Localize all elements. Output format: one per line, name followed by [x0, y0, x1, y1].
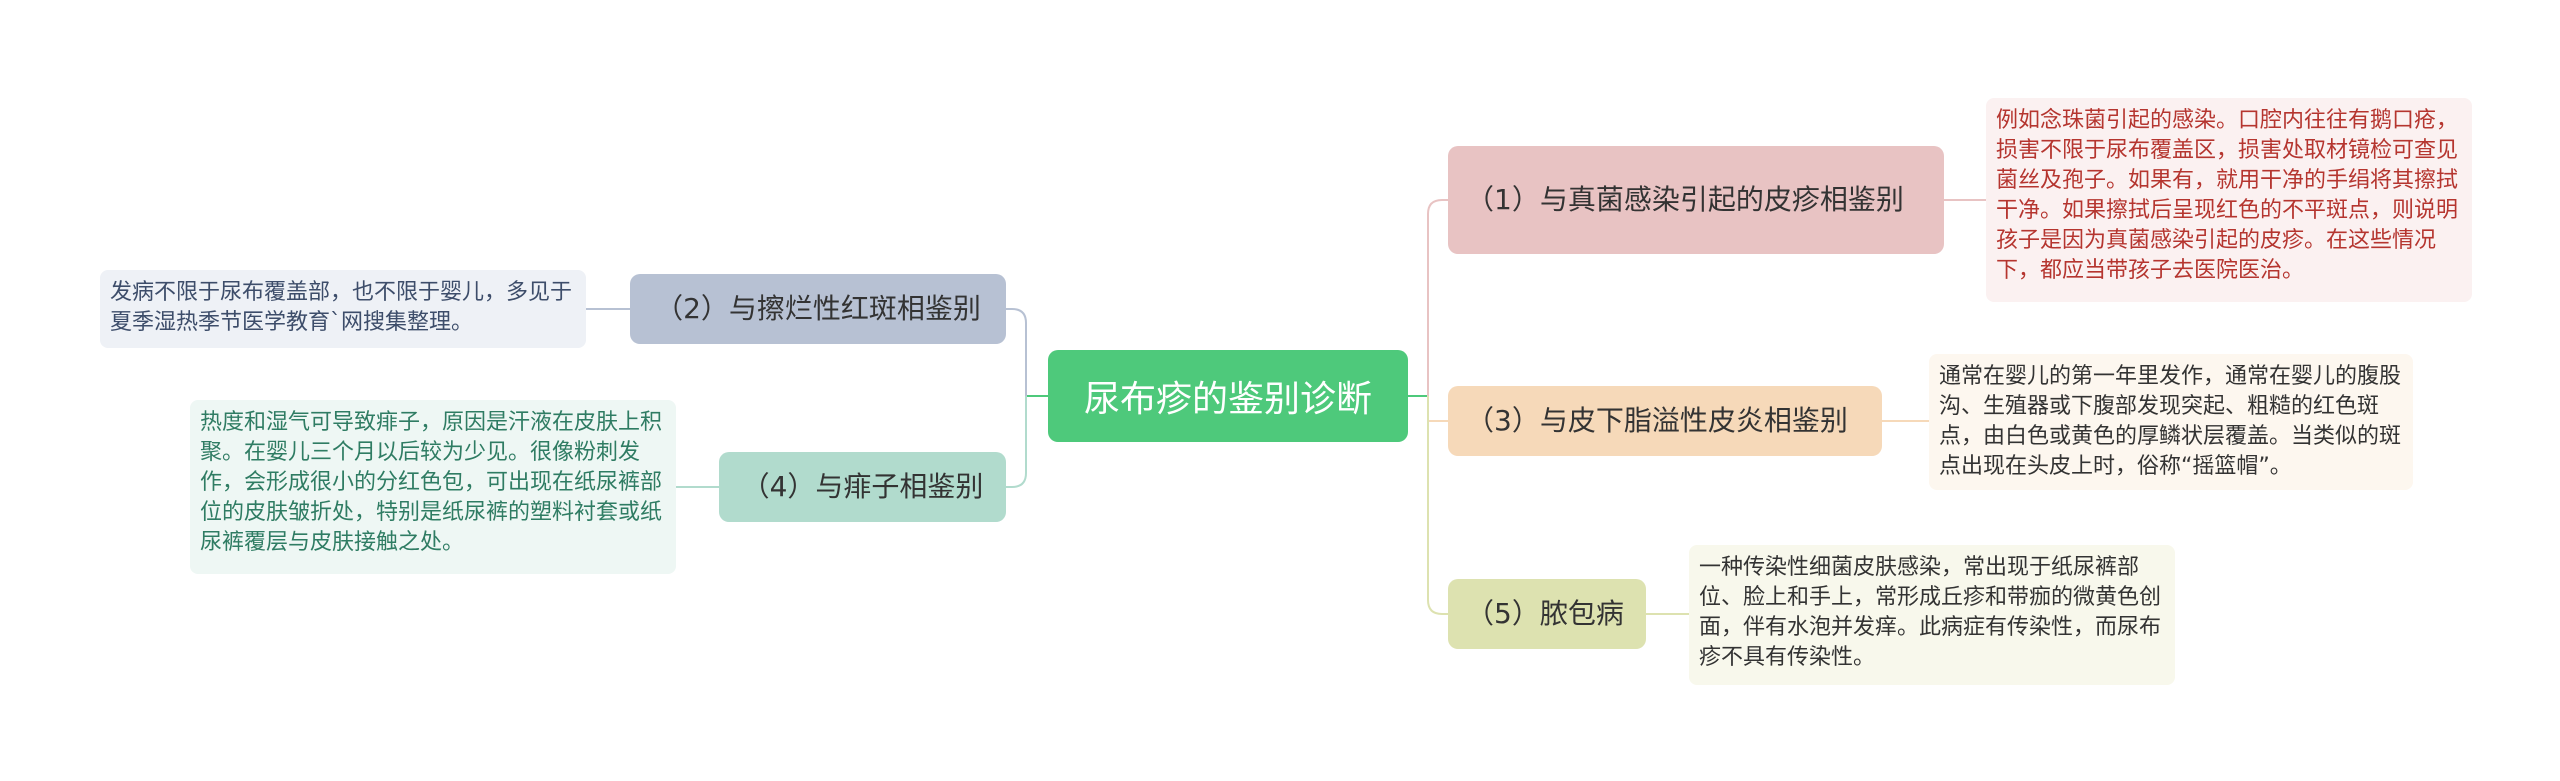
- branch-miliaria[interactable]: （4）与痱子相鉴别: [719, 452, 1006, 522]
- connector-to-impetigo: [1427, 396, 1448, 615]
- leaf-impetigo-detail[interactable]: 一种传染性细菌皮肤感染，常出现于纸尿裤部位、脸上和手上，常形成丘疹和带痂的微黄色…: [1689, 545, 2175, 685]
- branch-seborrheic-label: （3）与皮下脂溢性皮炎相鉴别: [1466, 404, 1848, 437]
- branch-impetigo[interactable]: （5）脓包病: [1448, 579, 1646, 649]
- connector-to-miliaria: [1006, 396, 1027, 488]
- branch-fungal-label: （1）与真菌感染引起的皮疹相鉴别: [1466, 183, 1904, 216]
- leaf-erythema-detail[interactable]: 发病不限于尿布覆盖部，也不限于婴儿，多见于夏季湿热季节医学教育`网搜集整理。: [100, 270, 586, 348]
- root-node[interactable]: 尿布疹的鉴别诊断: [1048, 350, 1408, 442]
- leaf-miliaria-text: 热度和湿气可导致痱子，原因是汗液在皮肤上积聚。在婴儿三个月以后较为少见。很像粉刺…: [200, 410, 663, 555]
- leaf-erythema-text: 发病不限于尿布覆盖部，也不限于婴儿，多见于夏季湿热季节医学教育`网搜集整理。: [110, 280, 573, 335]
- branch-impetigo-label: （5）脓包病: [1466, 597, 1624, 630]
- leaf-seborrheic-text: 通常在婴儿的第一年里发作，通常在婴儿的腹股沟、生殖器或下腹部发现突起、粗糙的红色…: [1939, 364, 2402, 479]
- leaf-fungal-text: 例如念珠菌引起的感染。口腔内往往有鹅口疮，损害不限于尿布覆盖区，损害处取材镜检可…: [1996, 108, 2459, 283]
- branch-miliaria-label: （4）与痱子相鉴别: [741, 470, 984, 503]
- connector-to-erythema: [1006, 308, 1027, 396]
- branch-seborrheic[interactable]: （3）与皮下脂溢性皮炎相鉴别: [1448, 386, 1882, 456]
- branch-fungal[interactable]: （1）与真菌感染引起的皮疹相鉴别: [1448, 146, 1944, 254]
- leaf-seborrheic-detail[interactable]: 通常在婴儿的第一年里发作，通常在婴儿的腹股沟、生殖器或下腹部发现突起、粗糙的红色…: [1929, 354, 2413, 490]
- connector-to-fungal: [1427, 199, 1448, 396]
- leaf-fungal-detail[interactable]: 例如念珠菌引起的感染。口腔内往往有鹅口疮，损害不限于尿布覆盖区，损害处取材镜检可…: [1986, 98, 2472, 302]
- connector-to-seborrheic: [1427, 396, 1448, 422]
- leaf-miliaria-detail[interactable]: 热度和湿气可导致痱子，原因是汗液在皮肤上积聚。在婴儿三个月以后较为少见。很像粉刺…: [190, 400, 676, 574]
- leaf-impetigo-text: 一种传染性细菌皮肤感染，常出现于纸尿裤部位、脸上和手上，常形成丘疹和带痂的微黄色…: [1699, 555, 2162, 670]
- branch-erythema-label: （2）与擦烂性红斑相鉴别: [655, 292, 981, 325]
- branch-erythema[interactable]: （2）与擦烂性红斑相鉴别: [630, 274, 1006, 344]
- root-label: 尿布疹的鉴别诊断: [1083, 379, 1372, 420]
